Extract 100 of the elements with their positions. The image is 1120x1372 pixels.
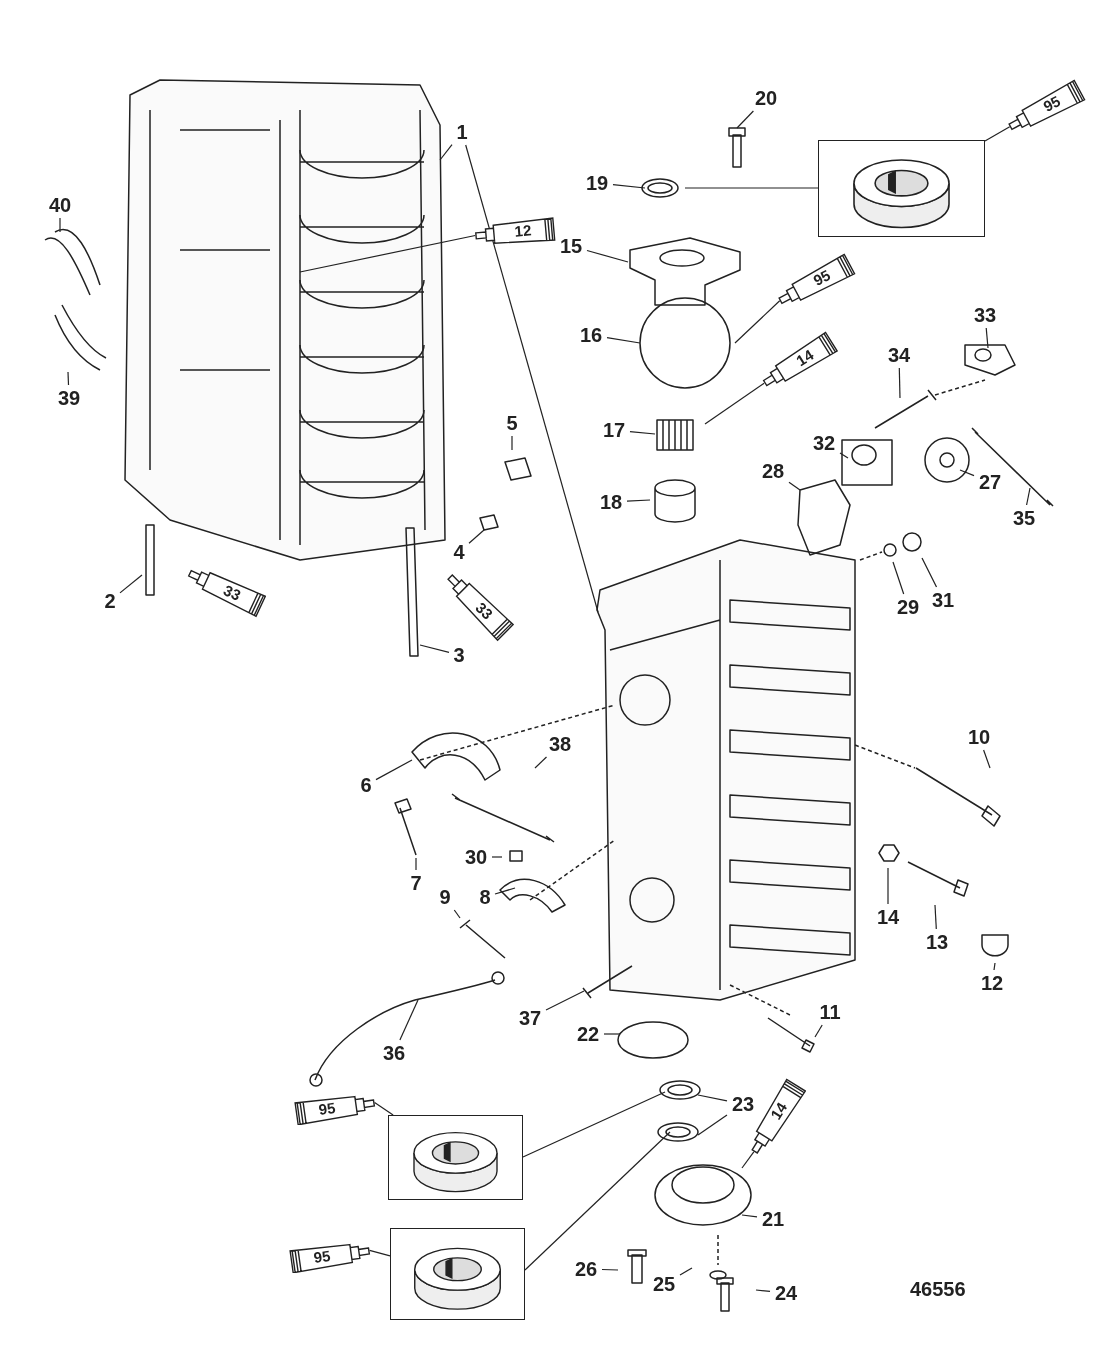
callout-number: 36 — [380, 1041, 408, 1065]
callout-number: 10 — [965, 725, 993, 749]
leader-line — [788, 481, 801, 491]
compound-number: 14 — [792, 345, 817, 370]
leader-line — [415, 857, 417, 871]
leader-line — [1026, 487, 1031, 506]
leader-line — [606, 337, 641, 344]
callout-number: 34 — [885, 343, 913, 367]
leader-line — [736, 110, 754, 129]
leader-line — [741, 1151, 755, 1169]
callout-number: 16 — [577, 323, 605, 347]
leader-line — [374, 1101, 394, 1116]
leader-line — [375, 759, 413, 781]
leader-line — [679, 1267, 693, 1276]
leader-line — [887, 867, 889, 905]
leader-line — [511, 435, 513, 451]
callout-number: 18 — [597, 490, 625, 514]
leader-line — [494, 887, 516, 895]
leader-line — [491, 856, 503, 858]
leader-line — [755, 1289, 771, 1292]
callout-number: 28 — [759, 459, 787, 483]
leader-line — [465, 144, 599, 613]
callout-number: 39 — [55, 386, 83, 410]
callout-number: 21 — [759, 1207, 787, 1231]
leader-line — [369, 1249, 391, 1257]
leader-line — [419, 644, 450, 653]
callout-number: 23 — [729, 1092, 757, 1116]
callout-number: 19 — [583, 171, 611, 195]
callout-number: 38 — [546, 732, 574, 756]
leader-line — [839, 452, 849, 459]
leader-line — [684, 187, 819, 189]
leader-line — [985, 327, 989, 349]
callout-number: 9 — [437, 885, 453, 909]
callout-number: 1 — [454, 120, 470, 144]
callout-number: 4 — [451, 540, 467, 564]
seal-detail-picture — [390, 1228, 525, 1320]
leader-line — [734, 300, 781, 344]
figure-number: 46556 — [910, 1278, 966, 1301]
callout-number: 32 — [810, 431, 838, 455]
leader-line — [697, 1114, 728, 1136]
leader-line — [534, 756, 548, 769]
callout-number: 35 — [1010, 506, 1038, 530]
leader-line — [453, 909, 461, 919]
callout-number: 6 — [358, 773, 374, 797]
callout-number: 24 — [772, 1281, 800, 1305]
callout-number: 27 — [976, 470, 1004, 494]
leader-line — [612, 184, 646, 189]
compound-number: 95 — [317, 1099, 337, 1120]
leader-line — [934, 904, 937, 930]
leader-line — [601, 1268, 619, 1271]
leader-line — [993, 962, 996, 971]
compound-number: 95 — [312, 1247, 332, 1268]
leader-line — [898, 367, 901, 399]
leader-line — [741, 1214, 758, 1218]
leader-line — [984, 126, 1011, 142]
leader-line — [629, 431, 656, 435]
callout-number: 17 — [600, 418, 628, 442]
leader-line — [545, 990, 585, 1011]
compound-number: 33 — [220, 581, 244, 606]
leader-line — [586, 249, 629, 263]
callout-number: 2 — [102, 589, 118, 613]
leader-line — [603, 1033, 621, 1035]
compound-number: 95 — [810, 266, 834, 291]
compound-number: 12 — [513, 221, 533, 241]
leader-line — [59, 217, 61, 233]
leader-line — [67, 371, 70, 386]
callout-number: 33 — [971, 303, 999, 327]
callout-number: 37 — [516, 1006, 544, 1030]
leader-line — [439, 144, 453, 161]
callout-number: 3 — [451, 643, 467, 667]
callout-number: 14 — [874, 905, 902, 929]
leader-line — [814, 1024, 823, 1038]
leader-line — [959, 469, 975, 477]
callout-number: 7 — [408, 871, 424, 895]
leader-line — [522, 1091, 666, 1158]
seal-detail-picture — [818, 140, 985, 237]
leader-line — [892, 561, 905, 595]
callout-number: 25 — [650, 1272, 678, 1296]
callout-number: 5 — [504, 411, 520, 435]
leader-line — [399, 999, 419, 1041]
callout-number: 40 — [46, 193, 74, 217]
callout-number: 11 — [816, 1000, 844, 1024]
callout-number: 12 — [978, 971, 1006, 995]
leader-line — [626, 499, 651, 502]
callout-number: 8 — [477, 885, 493, 909]
callout-number: 15 — [557, 234, 585, 258]
callout-number: 20 — [752, 86, 780, 110]
callout-number: 31 — [929, 588, 957, 612]
compound-number: 95 — [1040, 92, 1064, 117]
leader-line — [524, 1131, 671, 1271]
callout-number: 26 — [572, 1257, 600, 1281]
leader-line — [697, 1094, 728, 1102]
compound-number: 33 — [471, 598, 496, 623]
leader-line — [299, 234, 476, 273]
leader-line — [921, 557, 938, 588]
leader-line — [704, 382, 765, 425]
compound-number: 14 — [767, 1099, 792, 1124]
leader-line — [468, 529, 485, 544]
leader-line — [983, 749, 991, 769]
seal-detail-picture — [388, 1115, 523, 1200]
